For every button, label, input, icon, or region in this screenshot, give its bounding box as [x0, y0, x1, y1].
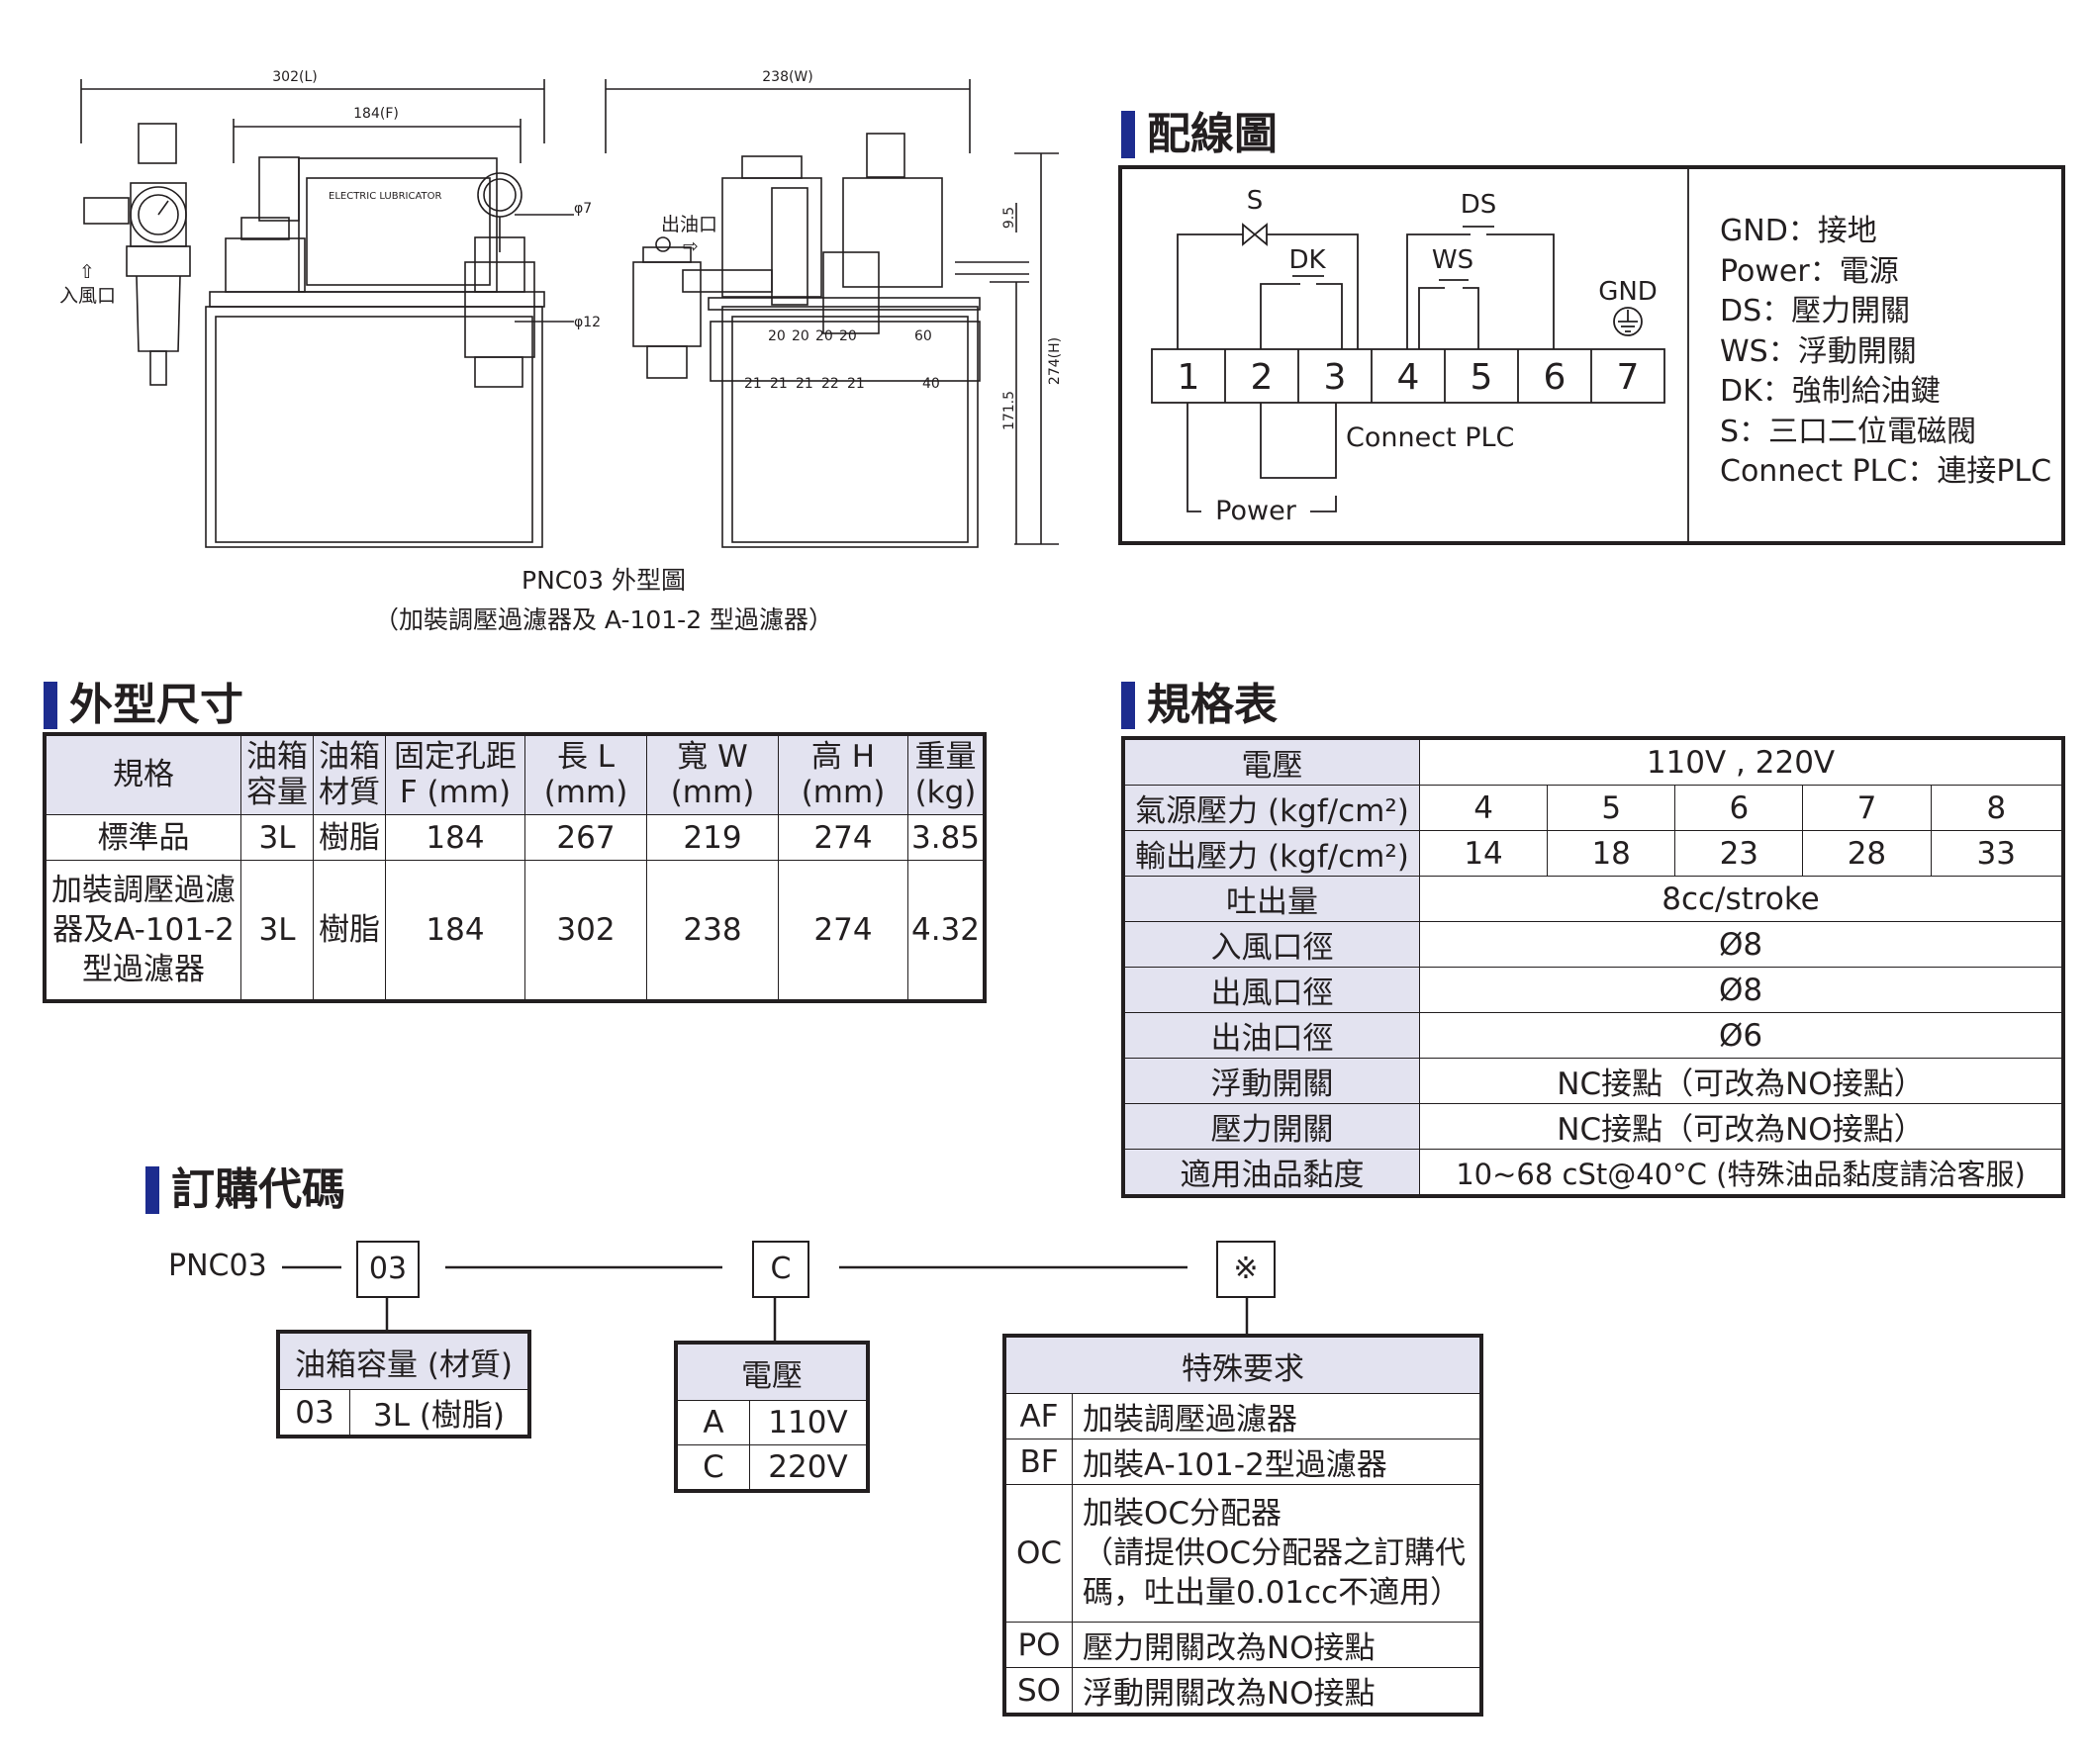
terminal-1: 1	[1178, 357, 1200, 398]
terminal-6: 6	[1544, 357, 1567, 398]
table-row: PO 壓力開關改為NO接點	[1003, 1622, 1482, 1668]
dim-length: 302(L)	[272, 69, 317, 85]
label-connect-plc: Connect PLC	[1346, 422, 1514, 453]
terminal-3: 3	[1324, 357, 1347, 398]
table-row: 03 3L (樹脂)	[277, 1389, 530, 1438]
spec-title: 規格表	[1121, 678, 1278, 733]
terminal-5: 5	[1471, 357, 1493, 398]
legend-s: S：三口二位電磁閥	[1720, 414, 1977, 449]
dim-width: 238(W)	[762, 69, 813, 85]
table-row: BF 加裝A-101-2型過濾器	[1003, 1439, 1482, 1485]
table-row: AF 加裝調壓過濾器	[1003, 1393, 1482, 1439]
spacing-bottom-4: 22	[821, 376, 839, 392]
col-capacity: 油箱容量	[240, 733, 314, 815]
spec-output-label: 輸出壓力 (kgf/cm²)	[1122, 830, 1420, 877]
table-row: 氣源壓力 (kgf/cm²) 4 5 6 7 8	[1122, 785, 2064, 831]
col-material: 油箱材質	[313, 733, 386, 815]
wiring-diagram: 1 2 3 4 5 6 7 S DS DK WS GND Connect PLC…	[1118, 165, 2065, 545]
capacity-header: 油箱容量 (材質)	[277, 1331, 530, 1390]
dimensions-table: 規格 油箱容量 油箱材質 固定孔距 F (mm) 長 L (mm) 寬 W (m…	[43, 732, 987, 1003]
dim-height-lower: 171.5	[1001, 391, 1017, 430]
legend-ds: DS：壓力開關	[1720, 294, 1911, 328]
label-dk: DK	[1288, 245, 1326, 275]
col-spec: 規格	[44, 733, 241, 815]
label-ds: DS	[1461, 190, 1497, 220]
voltage-header: 電壓	[675, 1342, 869, 1401]
legend-ws: WS：浮動開關	[1720, 333, 1917, 369]
spacing-bottom-2: 21	[770, 376, 788, 392]
special-header: 特殊要求	[1003, 1335, 1482, 1394]
spacing-top-5: 60	[914, 328, 932, 344]
spec-table: 電壓 110V , 220V 氣源壓力 (kgf/cm²) 4 5 6 7 8 …	[1121, 736, 2065, 1198]
dimensions-title: 外型尺寸	[44, 678, 243, 733]
col-height: 高 H (mm)	[778, 733, 908, 815]
terminal-2: 2	[1251, 357, 1274, 398]
dim-diameter-12: φ12	[574, 315, 601, 330]
drawing-caption-2: （加裝調壓過濾器及 A-101-2 型過濾器）	[373, 605, 834, 634]
terminal-7: 7	[1617, 357, 1640, 398]
order-prefix: PNC03	[168, 1249, 267, 1283]
legend-power: Power：電源	[1720, 253, 1899, 289]
table-row: 加裝調壓過濾器及A-101-2型過濾器 3L 樹脂 184 302 238 27…	[44, 860, 986, 1002]
inlet-label: 入風口	[59, 285, 116, 307]
legend-dk: DK：強制給油鍵	[1720, 374, 1941, 409]
table-row: SO 浮動開關改為NO接點	[1003, 1667, 1482, 1716]
logo-text: ELECTRIC LUBRICATOR	[329, 191, 442, 202]
spec-voltage-label: 電壓	[1122, 737, 1420, 786]
capacity-table: 油箱容量 (材質) 03 3L (樹脂)	[276, 1330, 531, 1439]
spacing-bottom-3: 21	[796, 376, 813, 392]
outlet-label: 出油口	[661, 214, 717, 235]
col-length: 長 L (mm)	[524, 733, 647, 815]
dim-height-gap: 9.5	[1001, 207, 1017, 229]
wiring-legend: GND：接地 Power：電源 DS：壓力開關 WS：浮動開關 DK：強制給油鍵…	[1720, 212, 2051, 493]
legend-plc: Connect PLC：連接PLC	[1720, 454, 2052, 489]
label-power: Power	[1215, 496, 1297, 526]
dim-height: 274(H)	[1047, 337, 1063, 385]
dimensions-header-row: 規格 油箱容量 油箱材質 固定孔距 F (mm) 長 L (mm) 寬 W (m…	[44, 733, 986, 815]
table-row: 標準品 3L 樹脂 184 267 219 274 3.85	[44, 813, 986, 862]
order-code-voltage: C	[752, 1241, 809, 1298]
outline-drawing: 302(L) 184(F) 238(W) 274(H) 171.5 9.5 φ7…	[59, 69, 1063, 548]
table-row: C 220V	[675, 1444, 869, 1492]
label-ws: WS	[1432, 245, 1473, 275]
spacing-top-1: 20	[768, 328, 786, 344]
table-row: 電壓 110V , 220V	[1122, 737, 2064, 786]
spec-air-label: 氣源壓力 (kgf/cm²)	[1122, 785, 1420, 831]
label-gnd: GND	[1598, 277, 1658, 307]
spacing-bottom-1: 21	[744, 376, 762, 392]
order-code-capacity: 03	[356, 1241, 420, 1298]
table-row: 輸出壓力 (kgf/cm²) 14 18 23 28 33	[1122, 830, 2064, 877]
wiring-title: 配線圖	[1121, 107, 1278, 162]
spacing-bottom-6: 40	[922, 376, 940, 392]
terminal-4: 4	[1397, 357, 1420, 398]
spec-voltage-value: 110V , 220V	[1419, 737, 2064, 786]
drawing-caption-1: PNC03 外型圖	[522, 566, 686, 595]
col-weight: 重量 (kg)	[907, 733, 986, 815]
dim-fix-distance: 184(F)	[353, 106, 399, 122]
spacing-top-4: 20	[839, 328, 857, 344]
col-width: 寬 W (mm)	[646, 733, 779, 815]
arrow-up-icon: ⇧	[79, 261, 95, 283]
spacing-bottom-5: 21	[847, 376, 865, 392]
table-row: OC 加裝OC分配器 （請提供OC分配器之訂購代碼，吐出量0.01cc不適用）	[1003, 1484, 1482, 1623]
arrow-right-icon: ⇨	[683, 235, 699, 257]
col-fix-distance: 固定孔距 F (mm)	[385, 733, 525, 815]
table-row: A 110V	[675, 1400, 869, 1445]
special-table: 特殊要求 AF 加裝調壓過濾器 BF 加裝A-101-2型過濾器 OC 加裝OC…	[1002, 1334, 1483, 1717]
spacing-top-2: 20	[792, 328, 809, 344]
order-code-special: ※	[1216, 1241, 1276, 1298]
voltage-table: 電壓 A 110V C 220V	[674, 1341, 870, 1493]
spacing-top-3: 20	[815, 328, 833, 344]
order-title: 訂購代碼	[145, 1162, 345, 1218]
legend-gnd: GND：接地	[1720, 214, 1877, 248]
label-s: S	[1247, 186, 1264, 216]
dim-diameter-7: φ7	[574, 201, 592, 217]
